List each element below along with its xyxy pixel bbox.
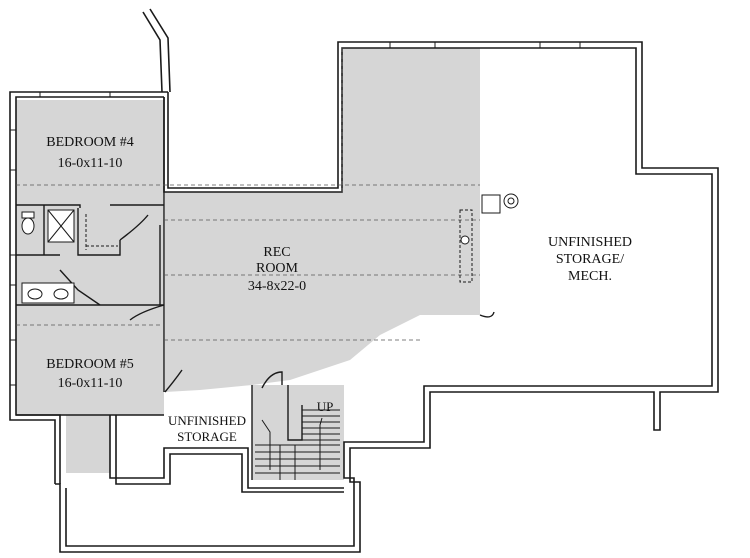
unfinished-mech-line2: STORAGE/ xyxy=(556,252,624,267)
mech-unit xyxy=(481,194,501,214)
rec-room-floor xyxy=(165,48,480,392)
closet-floor xyxy=(66,415,110,473)
bedroom-4-size: 16-0x11-10 xyxy=(58,156,123,171)
stair-area-floor xyxy=(252,385,344,480)
dashed-lines xyxy=(16,48,480,341)
interior-walls xyxy=(16,97,495,480)
fixtures xyxy=(21,193,519,304)
bedroom-5-name: BEDROOM #5 xyxy=(46,357,134,372)
windows xyxy=(10,42,581,386)
room-labels: BEDROOM #4 16-0x11-10 REC ROOM 34-8x22-0… xyxy=(46,135,632,444)
stairs-up-label: UP xyxy=(317,399,334,414)
vanity xyxy=(21,282,75,304)
unfinished-storage-line2: STORAGE xyxy=(177,429,237,444)
bedroom-5-size: 16-0x11-10 xyxy=(58,376,123,391)
toilet xyxy=(21,211,35,219)
water-heater xyxy=(503,193,519,209)
unfinished-mech-line1: UNFINISHED xyxy=(548,235,632,250)
bedroom-4-name: BEDROOM #4 xyxy=(46,135,134,150)
rec-room-size: 34-8x22-0 xyxy=(248,279,306,294)
unfinished-mech-line3: MECH. xyxy=(568,269,612,284)
rec-room-line2: ROOM xyxy=(256,261,299,276)
finished-area xyxy=(16,48,480,480)
bedroom-4-floor xyxy=(16,100,164,205)
staircase xyxy=(255,409,340,480)
bedroom-5-floor xyxy=(16,305,164,415)
unfinished-storage-line1: UNFINISHED xyxy=(168,413,246,428)
rec-room-line1: REC xyxy=(263,245,290,260)
